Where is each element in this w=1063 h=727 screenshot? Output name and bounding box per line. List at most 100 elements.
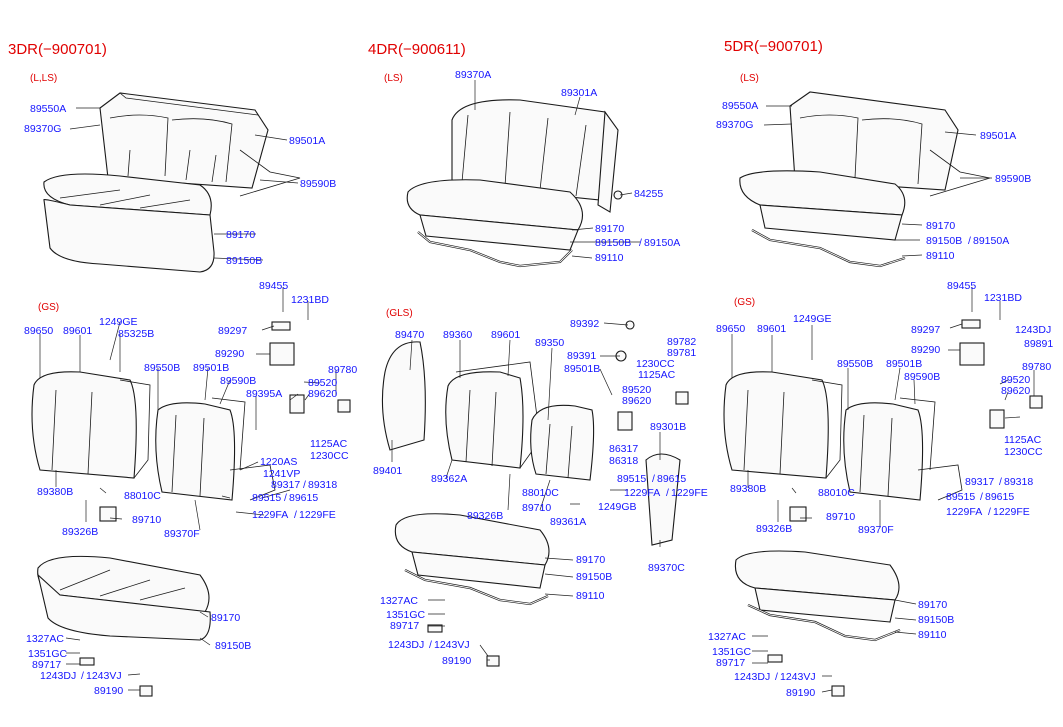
- part-number: 1229FE: [671, 487, 708, 499]
- part-number: 89501B: [193, 362, 229, 374]
- rear-seat-3dr-ls: [43, 92, 301, 273]
- part-number: 89520: [308, 377, 337, 389]
- part-number: 1125AC: [638, 369, 676, 381]
- part-number: 89370F: [164, 528, 200, 540]
- part-number: 89150A: [973, 235, 1009, 247]
- part-number: 1351GC: [28, 648, 68, 660]
- part-number: 89650: [716, 323, 745, 335]
- part-number: 89360: [443, 329, 472, 341]
- part-number: 89170: [926, 220, 955, 232]
- part-number: 1351GC: [386, 609, 426, 621]
- part-number: 88010C: [818, 487, 855, 499]
- part-number: 1243DJ: [388, 639, 424, 651]
- part-number: 86318: [609, 455, 638, 467]
- part-number: 89370F: [858, 524, 894, 536]
- part-number-labels: 89550A 89370G 89501A 89590B 89170 89150B…: [24, 69, 1053, 699]
- slash: /: [666, 487, 669, 499]
- part-number: 1125AC: [310, 438, 348, 450]
- part-number: 89150A: [644, 237, 680, 249]
- part-number: 89550B: [144, 362, 180, 374]
- part-number: 89318: [308, 479, 337, 491]
- part-number: 89590B: [300, 178, 336, 190]
- part-number: 89590B: [995, 173, 1031, 185]
- part-number: 84255: [634, 188, 663, 200]
- slash: /: [284, 492, 287, 504]
- part-number: 89150B: [926, 235, 962, 247]
- seatback-4dr-gls: [381, 341, 681, 606]
- part-number: 89362A: [431, 473, 467, 485]
- part-number: 89515: [946, 491, 975, 503]
- pair-separators: / / / / / / / / / / / / /: [81, 235, 1002, 683]
- seatback-5dr-gs: [723, 371, 963, 501]
- part-number: 89470: [395, 329, 424, 341]
- slash: /: [303, 479, 306, 491]
- part-number: 89717: [716, 657, 745, 669]
- part-number: 89380B: [730, 483, 766, 495]
- part-number: 89150B: [576, 571, 612, 583]
- part-number: 89620: [308, 388, 337, 400]
- part-illustrations: [31, 91, 1043, 697]
- part-number: 89301A: [561, 87, 597, 99]
- part-number: 89370A: [455, 69, 491, 81]
- seat-cushion-5dr-gs: [734, 550, 901, 642]
- part-number: 89297: [218, 325, 247, 337]
- part-number: 89170: [576, 554, 605, 566]
- part-number: 89170: [226, 229, 255, 241]
- part-number: 89601: [491, 329, 520, 341]
- slash: /: [81, 670, 84, 682]
- part-number: 89150B: [215, 640, 251, 652]
- part-number: 89710: [522, 502, 551, 514]
- part-number: 1230CC: [310, 450, 349, 462]
- part-number: 1243DJ: [734, 671, 770, 683]
- part-number: 1243VJ: [780, 671, 816, 683]
- hardware-bits: [79, 190, 1043, 697]
- part-number: 89455: [259, 280, 288, 292]
- part-number: 89620: [622, 395, 651, 407]
- part-number: 1220AS: [260, 456, 297, 468]
- part-number: 89550A: [30, 103, 66, 115]
- part-number: 89395A: [246, 388, 282, 400]
- part-number: 89326B: [756, 523, 792, 535]
- part-number: 89780: [1022, 361, 1051, 373]
- part-number: 89150B: [226, 255, 262, 267]
- part-number: 89717: [390, 620, 419, 632]
- part-number: 89370G: [716, 119, 753, 131]
- slash: /: [999, 476, 1002, 488]
- variant-3dr-gs: (GS): [38, 302, 59, 313]
- part-number: 1230CC: [636, 358, 675, 370]
- part-number: 89520: [622, 384, 651, 396]
- part-number: 89110: [918, 629, 947, 641]
- part-number: 89150B: [918, 614, 954, 626]
- rear-seat-5dr-ls: [739, 91, 991, 268]
- part-number: 89170: [918, 599, 947, 611]
- part-number: 89501A: [289, 135, 325, 147]
- part-number: 1249GE: [793, 313, 832, 325]
- part-number: 1243VJ: [86, 670, 122, 682]
- part-number: 89317: [271, 479, 300, 491]
- part-number: 89520: [1001, 374, 1030, 386]
- part-number: 89515: [252, 492, 281, 504]
- part-number: 1229FE: [299, 509, 336, 521]
- part-number: 1241VP: [263, 468, 300, 480]
- rear-seat-4dr-ls: [406, 99, 619, 268]
- part-number: 89110: [576, 590, 605, 602]
- part-number: 89782: [667, 336, 696, 348]
- variant-4dr-ls: (LS): [384, 73, 403, 84]
- part-number: 89350: [535, 337, 564, 349]
- seat-cushion-3dr-gs: [37, 555, 211, 641]
- part-number: 1327AC: [708, 631, 746, 643]
- part-number: 89380B: [37, 486, 73, 498]
- part-number: 1125AC: [1004, 434, 1042, 446]
- part-number: 89190: [786, 687, 815, 699]
- part-number: 86317: [609, 443, 638, 455]
- part-number: 89318: [1004, 476, 1033, 488]
- slash: /: [968, 235, 971, 247]
- part-number: 89370C: [648, 562, 685, 574]
- part-number: 89297: [911, 324, 940, 336]
- part-number: 85325B: [118, 328, 154, 340]
- part-number: 89891: [1024, 338, 1053, 350]
- part-number: 89392: [570, 318, 599, 330]
- part-number: 1231BD: [291, 294, 329, 306]
- part-number: 89515: [617, 473, 646, 485]
